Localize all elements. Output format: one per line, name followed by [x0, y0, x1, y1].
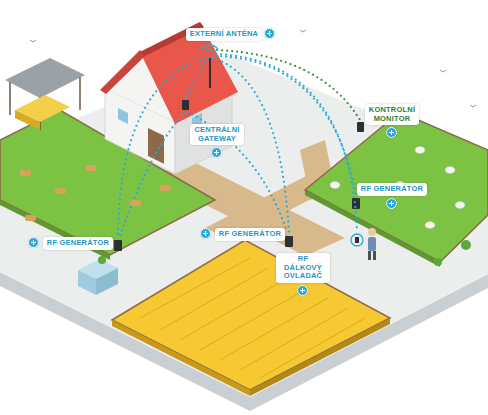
callout-tag: CENTRÁLNÍ GATEWAY [190, 124, 243, 145]
farmer-body [368, 237, 376, 251]
callout-tag: RF GENERÁTOR [43, 237, 113, 250]
sheep [330, 147, 465, 229]
monitor-device [357, 122, 364, 132]
callout-label: EXTERNÍ ANTÉNA [190, 30, 258, 39]
house-door [148, 128, 164, 164]
plus-icon [297, 285, 308, 296]
callout-tag: KONTROLNÍ MONITOR [365, 104, 419, 125]
callout-label: RF GENERÁTOR [47, 239, 109, 248]
callout-tag: EXTERNÍ ANTÉNA [186, 28, 262, 41]
farmer-leg [368, 251, 371, 260]
callout-tag: RF GENERÁTOR [357, 183, 427, 196]
callout-label: KONTROLNÍ MONITOR [369, 106, 415, 123]
pump-house [96, 268, 118, 295]
antenna-waves [202, 45, 218, 52]
plus-bar [216, 150, 217, 155]
plus-icon [264, 28, 275, 39]
plus-icon [386, 198, 397, 209]
plus-bar [391, 201, 392, 206]
pasture-edge [0, 200, 110, 260]
rf-generator-device [114, 240, 122, 251]
remote-ring [351, 234, 363, 246]
farmer-head [368, 228, 376, 236]
hay-bale [15, 110, 40, 130]
pump-house [78, 270, 96, 295]
rf-generator-device [285, 236, 293, 247]
callout-label: CENTRÁLNÍ GATEWAY [194, 126, 239, 143]
shed-posts [10, 77, 80, 130]
antenna-pole [209, 58, 211, 88]
house-window [118, 108, 128, 124]
platform-top [0, 55, 488, 397]
wheat-rows [140, 258, 365, 378]
gateway-device [182, 100, 189, 110]
birds [30, 30, 476, 107]
plus-bar [205, 231, 206, 236]
plus-bar [391, 130, 392, 135]
shed-roof [5, 58, 85, 98]
remote-device [355, 237, 359, 243]
cows [20, 165, 171, 221]
farmer-leg [373, 251, 376, 260]
signal-arc-monitor [217, 50, 360, 120]
plus-bar [33, 240, 34, 245]
wheat-edge [112, 320, 250, 396]
plus-bar [269, 31, 270, 36]
wheat-field [112, 240, 390, 390]
house-roof-edge [100, 50, 145, 94]
signal-arcs [118, 54, 357, 236]
plus-bar [302, 288, 303, 293]
callout-tag: RF GENERÁTOR [215, 228, 285, 241]
wheat-edge [250, 318, 390, 396]
callout-label: RF DÁLKOVÝ OVLADAČ [280, 255, 326, 281]
callout-tag: RF DÁLKOVÝ OVLADAČ [276, 253, 330, 283]
callout-label: RF GENERÁTOR [361, 185, 423, 194]
callout-label: RF GENERÁTOR [219, 230, 281, 239]
